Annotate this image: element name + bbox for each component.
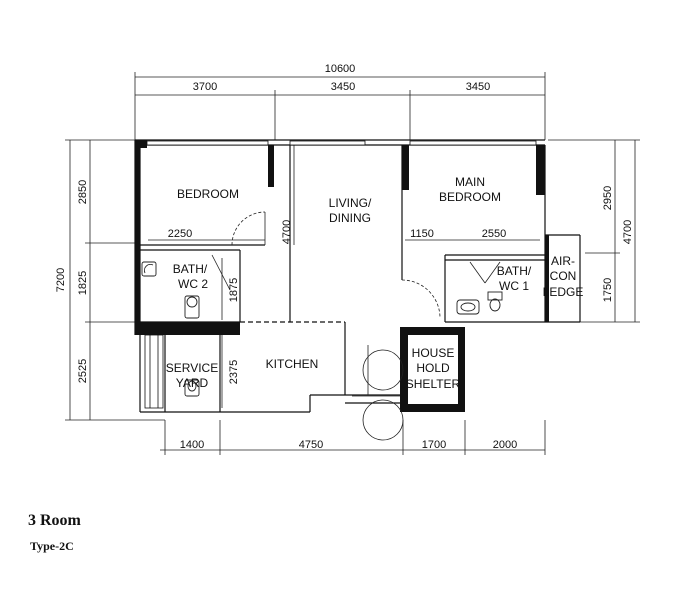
room-aircon-line3: LEDGE	[543, 285, 584, 299]
room-living-line1: LIVING/	[329, 196, 372, 210]
dim-bottom-1: 1400	[180, 439, 204, 451]
room-bath2-line1: BATH/	[173, 262, 208, 276]
dim-top-3: 3450	[466, 81, 490, 93]
dimension-labels: 10600 3700 3450 3450 7200 2850 1825 2525…	[55, 63, 634, 451]
dim-right-2: 1750	[602, 278, 614, 302]
dim-left-overall: 7200	[55, 268, 67, 292]
dim-right-overall: 4700	[622, 220, 634, 244]
dim-bottom-3: 1700	[422, 439, 446, 451]
room-aircon-line1: AIR-	[551, 254, 575, 268]
dim-overall-top: 10600	[325, 63, 356, 75]
room-labels: BEDROOM LIVING/ DINING MAIN BEDROOM BATH…	[166, 175, 584, 391]
dim-left-2: 1825	[77, 271, 89, 295]
room-service-line2: YARD	[176, 376, 209, 390]
dim-right-1: 2950	[602, 186, 614, 210]
dim-bath2-depth: 1875	[228, 278, 240, 302]
dim-main-bed-left: 1150	[410, 228, 434, 240]
room-kitchen: KITCHEN	[266, 357, 319, 371]
dim-bedroom-width: 2250	[168, 228, 192, 240]
windows	[144, 140, 537, 409]
doors	[211, 211, 501, 441]
room-aircon-line2: CON	[550, 269, 577, 283]
room-shelter-line2: HOLD	[416, 361, 450, 375]
fixtures	[141, 261, 503, 397]
dim-living-depth: 4700	[281, 220, 293, 244]
heavy-walls	[135, 140, 549, 412]
room-main-bedroom-line1: MAIN	[455, 175, 485, 189]
plan-subtitle: Type-2C	[30, 539, 74, 553]
dim-bottom-4: 2000	[493, 439, 517, 451]
dimension-lines	[65, 72, 640, 455]
plan-title: 3 Room	[28, 512, 81, 529]
room-main-bedroom-line2: BEDROOM	[439, 190, 501, 204]
room-living-line2: DINING	[329, 211, 371, 225]
room-bath2-line2: WC 2	[178, 277, 208, 291]
dim-service-depth: 2375	[228, 360, 240, 384]
room-shelter-line3: SHELTER	[406, 377, 461, 391]
dim-main-bed-right: 2550	[482, 228, 506, 240]
dim-top-1: 3700	[193, 81, 217, 93]
room-service-line1: SERVICE	[166, 361, 218, 375]
dim-left-1: 2850	[77, 180, 89, 204]
room-bedroom: BEDROOM	[177, 187, 239, 201]
dim-top-2: 3450	[331, 81, 355, 93]
dim-left-3: 2525	[77, 359, 89, 383]
room-bath1-line2: WC 1	[499, 279, 529, 293]
room-bath1-line1: BATH/	[497, 264, 532, 278]
room-shelter-line1: HOUSE	[412, 346, 455, 360]
dim-bottom-2: 4750	[299, 439, 323, 451]
